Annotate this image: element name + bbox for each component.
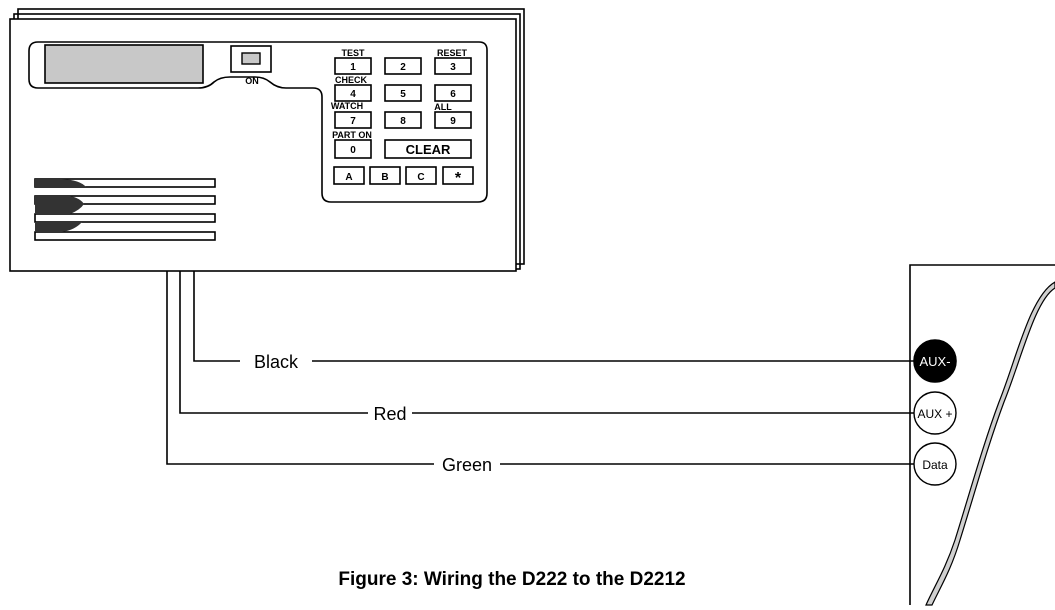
key-b[interactable]: B [369, 166, 401, 185]
figure-caption: Figure 3: Wiring the D222 to the D2212 [338, 569, 685, 590]
watch-label: WATCH [331, 101, 363, 111]
svg-text:C: C [417, 172, 424, 183]
clear-button[interactable]: CLEAR [384, 139, 472, 159]
svg-text:AUX-: AUX- [919, 354, 950, 369]
panel-cutaway [925, 281, 1055, 606]
lcd-display [44, 44, 204, 84]
svg-text:2: 2 [400, 62, 406, 73]
key-c[interactable]: C [405, 166, 437, 185]
on-label: ON [245, 76, 259, 86]
svg-text:8: 8 [400, 116, 406, 127]
terminal-aux-plus: AUX + [913, 391, 957, 435]
svg-text:*: * [455, 170, 462, 187]
key-6[interactable]: 6 [434, 84, 472, 102]
black-wire-label: Black [254, 352, 299, 372]
key-8[interactable]: 8 [384, 111, 422, 129]
speaker-grille [34, 178, 216, 241]
svg-text:B: B [381, 172, 388, 183]
svg-text:9: 9 [450, 116, 456, 127]
test-label: TEST [341, 48, 365, 58]
key-1[interactable]: 1 [334, 57, 372, 75]
svg-text:3: 3 [450, 62, 456, 73]
svg-text:Data: Data [922, 458, 948, 472]
on-indicator: ON [230, 45, 272, 86]
svg-text:CLEAR: CLEAR [406, 142, 451, 157]
terminal-data: Data [913, 442, 957, 486]
key-5[interactable]: 5 [384, 84, 422, 102]
all-label: ALL [434, 102, 452, 112]
keypad-panel-outline [28, 41, 488, 203]
check-label: CHECK [335, 75, 368, 85]
svg-text:4: 4 [350, 89, 356, 100]
reset-label: RESET [437, 48, 468, 58]
svg-text:A: A [345, 172, 352, 183]
svg-text:7: 7 [350, 116, 356, 127]
key-9[interactable]: 9 [434, 111, 472, 129]
key-4[interactable]: 4 [334, 84, 372, 102]
svg-text:0: 0 [350, 145, 356, 156]
key-0[interactable]: 0 [334, 139, 372, 159]
green-wire [166, 271, 434, 465]
svg-text:6: 6 [450, 89, 456, 100]
key-2[interactable]: 2 [384, 57, 422, 75]
key-star[interactable]: * [442, 166, 474, 187]
svg-text:5: 5 [400, 89, 406, 100]
wires [166, 271, 918, 465]
key-3[interactable]: 3 [434, 57, 472, 75]
svg-text:1: 1 [350, 62, 356, 73]
red-wire [179, 271, 368, 414]
terminal-aux-minus: AUX- [913, 339, 957, 383]
part-on-label: PART ON [332, 130, 372, 140]
control-panel-edge [909, 264, 1055, 605]
key-7[interactable]: 7 [334, 111, 372, 129]
green-wire-label: Green [442, 455, 492, 475]
black-wire [193, 271, 240, 362]
red-wire-label: Red [373, 404, 406, 424]
key-a[interactable]: A [333, 166, 365, 185]
svg-text:AUX +: AUX + [917, 407, 952, 421]
